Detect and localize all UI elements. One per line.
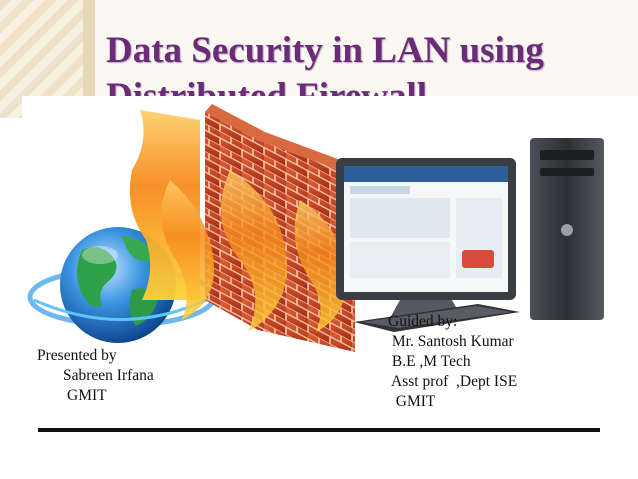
guide-position: Asst prof ,Dept ISE	[388, 373, 518, 390]
presenter-institution: GMIT	[67, 387, 107, 404]
bottom-divider	[38, 428, 600, 432]
presenter-label: Presented by	[37, 347, 117, 364]
guide-institution: GMIT	[388, 393, 436, 410]
network-illustration	[27, 104, 604, 352]
guide-degree: B.E ,M Tech	[388, 353, 471, 370]
title-line-1: Data Security in LAN using	[106, 30, 544, 71]
presenter-name: Sabreen Irfana	[63, 367, 154, 384]
guide-label: Guided by:	[388, 313, 458, 330]
computer-icon	[336, 138, 604, 332]
guide-name: Mr. Santosh Kumar	[388, 333, 514, 350]
guide-block: Guided by: Mr. Santosh Kumar B.E ,M Tech…	[388, 312, 517, 412]
title-accent-bar	[83, 0, 95, 118]
presenter-block: Presented by Sabreen Irfana GMIT	[37, 346, 154, 406]
firewall-icon	[129, 104, 362, 352]
